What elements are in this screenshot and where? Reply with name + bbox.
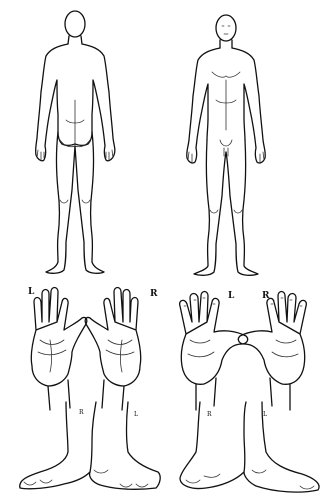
- backs-right-label: R: [262, 292, 269, 301]
- palms-right-label: R: [150, 290, 157, 299]
- front-feet-left-label: L: [134, 412, 138, 418]
- side-feet-left-label: L: [263, 412, 267, 418]
- backs-left-label: L: [228, 292, 234, 301]
- hands-backs-view: [180, 292, 307, 411]
- body-back-view: [36, 11, 115, 273]
- body-front-view: [187, 15, 266, 275]
- palms-left-label: L: [28, 288, 34, 297]
- feet-side-view: [180, 402, 319, 492]
- feet-front-view: [20, 402, 160, 489]
- side-feet-right-label: R: [207, 412, 212, 418]
- front-feet-right-label: R: [79, 410, 84, 416]
- hands-palms-view: [31, 288, 141, 411]
